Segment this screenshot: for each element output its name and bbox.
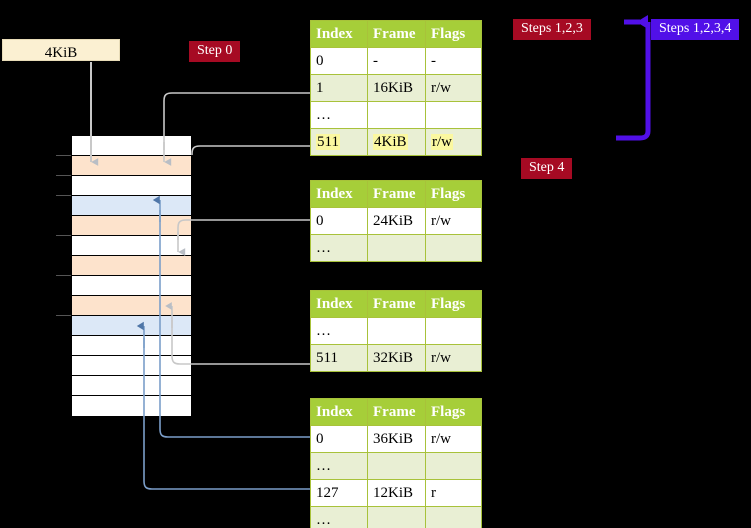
physical-memory-column (71, 135, 191, 416)
table-cell: 16KiB (367, 74, 426, 102)
memory-tick (56, 175, 71, 176)
memory-frame-row (72, 396, 191, 416)
memory-frame-row (72, 276, 191, 296)
table-cell: - (367, 47, 426, 75)
table-cell: 24KiB (367, 207, 426, 235)
column-header: Flags (425, 290, 482, 318)
column-header: Frame (367, 290, 426, 318)
highlighted-value: r/w (431, 133, 453, 150)
memory-frame-row (72, 356, 191, 376)
memory-frame-row (72, 236, 191, 256)
badge-steps1234: Steps 1,2,3,4 (651, 19, 740, 40)
table-cell (425, 234, 482, 262)
table-cell: r/w (425, 425, 482, 453)
table-cell (425, 101, 482, 129)
table-cell: … (310, 452, 368, 480)
badge-step0: Step 0 (189, 41, 241, 62)
table-row: 0-- (310, 47, 482, 75)
table-cell: r (425, 479, 482, 507)
table-cell: - (425, 47, 482, 75)
table-cell (367, 317, 426, 345)
memory-frame-row (72, 256, 191, 276)
table-cell: 511 (310, 128, 368, 156)
memory-tick (56, 275, 71, 276)
table-cell: 0 (310, 47, 368, 75)
memory-frame-row (72, 316, 191, 336)
column-header: Frame (367, 180, 426, 208)
table-cell: … (310, 101, 368, 129)
table-cell (425, 317, 482, 345)
table-row: … (310, 101, 482, 129)
table-row: … (310, 317, 482, 345)
table-row: … (310, 452, 482, 480)
table-cell: … (310, 506, 368, 528)
badge-step4: Step 4 (521, 158, 573, 179)
column-header: Index (310, 398, 368, 426)
table-cell: 0 (310, 425, 368, 453)
highlighted-value: 4KiB (373, 133, 408, 150)
table-cell: 511 (310, 344, 368, 372)
table-cell (367, 506, 426, 528)
memory-tick (56, 315, 71, 316)
table-cell: 1 (310, 74, 368, 102)
column-header: Flags (425, 398, 482, 426)
table-cell: r/w (425, 74, 482, 102)
table-cell: … (310, 317, 368, 345)
table-cell: … (310, 234, 368, 262)
badge-steps123: Steps 1,2,3 (513, 19, 591, 40)
memory-size-text: 4KiB (44, 45, 78, 61)
table-cell: r/w (425, 207, 482, 235)
memory-frame-row (72, 336, 191, 356)
memory-size-label: 4KiB (2, 39, 120, 61)
column-header: Index (310, 180, 368, 208)
memory-frame-row (72, 136, 191, 156)
table-cell: 0 (310, 207, 368, 235)
table-row: … (310, 506, 482, 528)
table-cell: r/w (425, 128, 482, 156)
memory-frame-row (72, 156, 191, 176)
table-cell (367, 101, 426, 129)
table-cell: 127 (310, 479, 368, 507)
column-header: Index (310, 20, 368, 48)
memory-tick (56, 235, 71, 236)
table-cell: r/w (425, 344, 482, 372)
memory-frame-row (72, 296, 191, 316)
table-row: 511 4KiB r/w (310, 128, 482, 156)
table-cell (425, 452, 482, 480)
memory-frame-row (72, 216, 191, 236)
memory-tick (56, 155, 71, 156)
column-header: Frame (367, 398, 426, 426)
column-header: Flags (425, 180, 482, 208)
column-header: Index (310, 290, 368, 318)
memory-tick (56, 195, 71, 196)
table-cell: 32KiB (367, 344, 426, 372)
memory-frame-row (72, 196, 191, 216)
table-cell (367, 234, 426, 262)
table-cell: 36KiB (367, 425, 426, 453)
connector-memory-to-l2 (165, 302, 310, 365)
table-cell (367, 452, 426, 480)
table-cell: 12KiB (367, 479, 426, 507)
memory-frame-row (72, 176, 191, 196)
memory-frame-row (72, 376, 191, 396)
highlighted-value: 511 (316, 133, 340, 150)
steps-bracket-arrow (616, 15, 651, 141)
table-cell: 4KiB (367, 128, 426, 156)
column-header: Frame (367, 20, 426, 48)
column-header: Flags (425, 20, 482, 48)
connector-memory-to-l3 (177, 219, 310, 256)
table-row: … (310, 234, 482, 262)
table-cell (425, 506, 482, 528)
